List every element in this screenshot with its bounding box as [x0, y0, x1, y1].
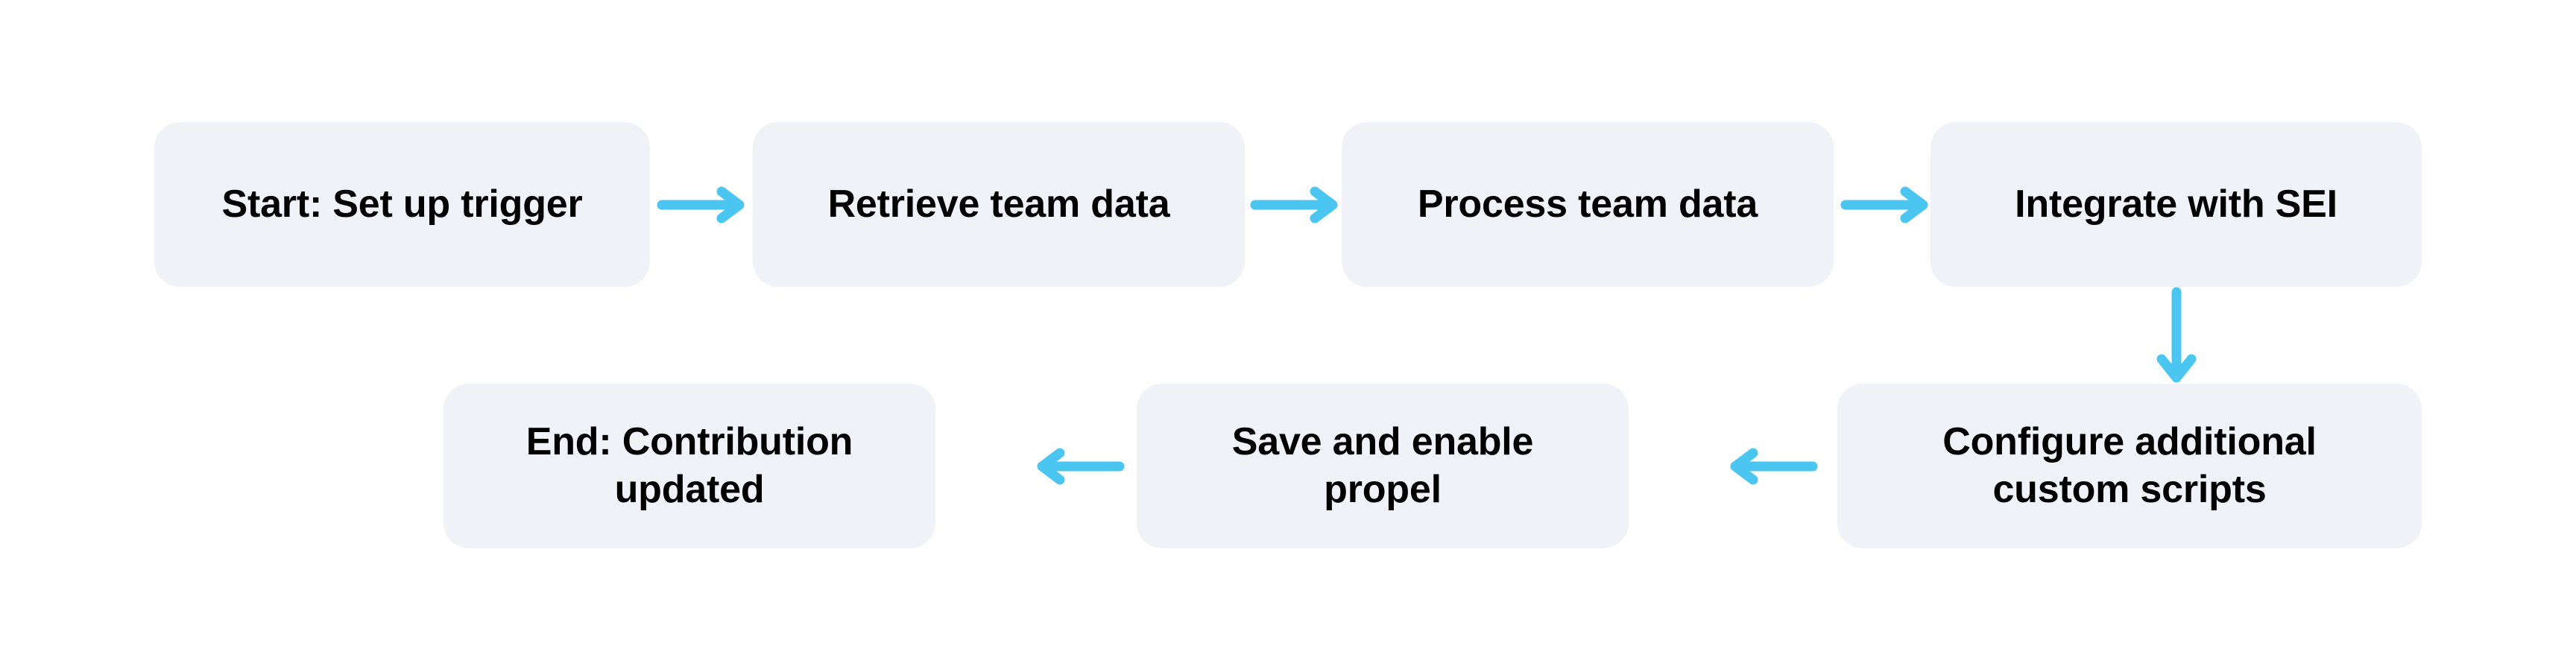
- arrow-right-icon-2: [1250, 186, 1339, 223]
- node-label: End: Contribution updated: [525, 420, 853, 511]
- arrow-left-icon-5: [1729, 448, 1818, 485]
- node-label: Retrieve team data: [827, 182, 1170, 226]
- node-configure-additional-custom-scripts[interactable]: Configure additional custom scripts: [1837, 384, 2422, 548]
- node-label: Save and enable propel: [1231, 420, 1534, 511]
- node-process-team-data[interactable]: Process team data: [1342, 122, 1834, 287]
- node-save-and-enable-propel[interactable]: Save and enable propel: [1137, 384, 1629, 548]
- node-start-set-up-trigger[interactable]: Start: Set up trigger: [154, 122, 650, 287]
- node-retrieve-team-data[interactable]: Retrieve team data: [753, 122, 1245, 287]
- arrow-left-icon-6: [1036, 448, 1125, 485]
- node-end-contribution-updated[interactable]: End: Contribution updated: [443, 384, 935, 548]
- node-label: Start: Set up trigger: [221, 182, 583, 226]
- node-label: Configure additional custom scripts: [1942, 420, 2317, 511]
- node-label: Integrate with SEI: [2015, 182, 2337, 226]
- node-integrate-with-sei[interactable]: Integrate with SEI: [1931, 122, 2422, 287]
- arrow-right-icon-1: [657, 186, 745, 223]
- arrow-right-icon-3: [1840, 186, 1929, 223]
- arrow-down-icon-4: [2147, 287, 2206, 384]
- node-label: Process team data: [1417, 182, 1758, 226]
